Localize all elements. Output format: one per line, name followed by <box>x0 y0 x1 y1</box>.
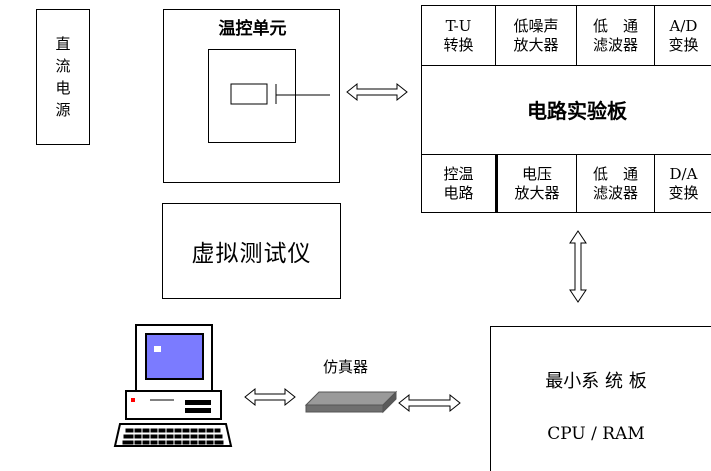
top-cell-lna-label: 低噪声 放大器 <box>513 16 559 54</box>
computer-icon <box>113 324 233 447</box>
power-supply-box: 直 流 电 源 <box>36 9 90 145</box>
double-arrow-emulator-minsys <box>398 393 461 413</box>
min-system-board: 最小系 统 板 CPU / RAM <box>490 326 711 471</box>
min-system-subtitle: CPU / RAM <box>547 424 645 444</box>
top-cell-lpf: 低 通 滤波器 <box>577 6 655 66</box>
bottom-cell-lpf: 低 通 滤波器 <box>577 154 655 213</box>
double-arrow-temp-circuit <box>346 82 408 102</box>
top-cell-tu: T-U 转换 <box>422 6 496 66</box>
virtual-instrument-box: 虚拟测试仪 <box>162 203 341 299</box>
bottom-cell-da-label: D/A 变换 <box>668 165 699 202</box>
power-supply-label: 直 流 电 源 <box>55 35 71 119</box>
top-cell-lpf-label: 低 通 滤波器 <box>592 16 638 54</box>
virtual-instrument-label: 虚拟测试仪 <box>191 241 312 267</box>
temp-sensor-frame <box>208 49 296 143</box>
circuit-board: T-U 转换 低噪声 放大器 低 通 滤波器 A/D 变换 电路实验板 控温 电… <box>421 5 711 213</box>
min-system-title: 最小系 统 板 <box>545 371 647 392</box>
bottom-cell-lpf-label: 低 通 滤波器 <box>592 165 638 202</box>
top-cell-ad-label: A/D 变换 <box>668 16 699 54</box>
circuit-board-title: 电路实验板 <box>527 98 627 123</box>
top-cell-lna: 低噪声 放大器 <box>496 6 577 66</box>
bottom-cell-vamp: 电压 放大器 <box>496 154 577 213</box>
emulator-label: 仿真器 <box>323 358 369 376</box>
bottom-cell-tempctrl-label: 控温 电路 <box>443 165 474 202</box>
temp-sensor-icon <box>230 83 330 105</box>
top-cell-ad: A/D 变换 <box>655 6 711 66</box>
bottom-cell-vamp-label: 电压 放大器 <box>514 165 560 202</box>
double-arrow-pc-emulator <box>244 387 296 407</box>
temp-control-title: 温控单元 <box>218 19 287 39</box>
bottom-cell-da: D/A 变换 <box>655 154 711 213</box>
emulator-device-icon <box>304 390 398 414</box>
bottom-cell-tempctrl: 控温 电路 <box>422 154 496 213</box>
double-arrow-circuit-minsys <box>569 230 587 303</box>
top-cell-tu-label: T-U 转换 <box>443 16 474 54</box>
